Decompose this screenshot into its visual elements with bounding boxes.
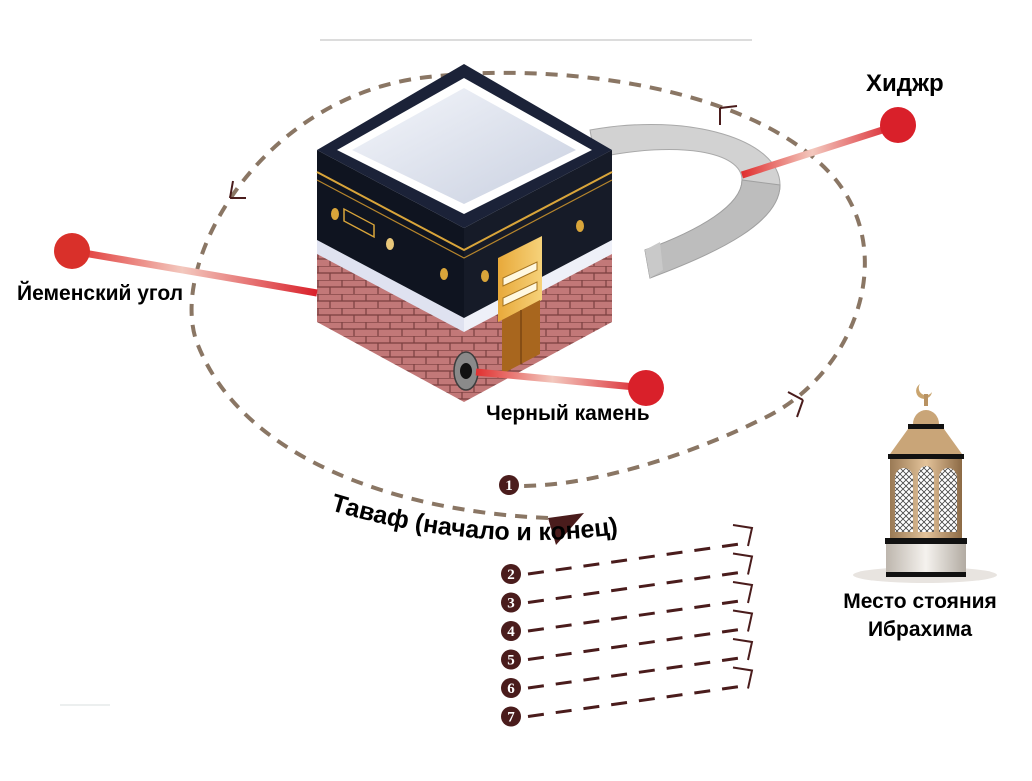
circuit-badge — [501, 678, 521, 698]
label-maqam-line1: Место стояния — [843, 590, 997, 613]
label-tawaf: Таваф (начало и конец) — [328, 490, 619, 546]
circuit-4: 4 — [501, 581, 754, 641]
circuit-2: 2 — [501, 524, 754, 584]
circuit-badge — [501, 621, 521, 641]
circuit-path — [527, 542, 741, 576]
circuit-return-arrow-icon — [732, 609, 754, 632]
circuit-path — [527, 599, 741, 633]
circuit-list: 2 3 4 5 6 7 — [501, 524, 754, 727]
label-tawaf-wrapper: Таваф (начало и конец) — [328, 490, 619, 546]
circuit-return-arrow-icon — [732, 638, 754, 661]
label-maqam-line2: Ибрахима — [867, 618, 973, 641]
circuit-return-arrow-icon — [732, 552, 754, 575]
circuit-return-arrow-icon — [732, 524, 754, 547]
label-maqam-ibrahim: Место стояния Ибрахима — [820, 588, 1020, 644]
circuit-badge — [501, 592, 521, 613]
hijr-wall — [589, 124, 781, 279]
direction-arrow-icon — [787, 391, 804, 418]
label-black-stone: Черный камень — [486, 402, 650, 425]
circuit-5: 5 — [501, 609, 754, 670]
circuit-path — [527, 628, 741, 661]
circuit-number: 2 — [507, 567, 515, 583]
circuit-3: 3 — [501, 552, 754, 613]
circuit-number: 6 — [507, 681, 515, 697]
circuit-number: 7 — [507, 710, 515, 726]
start-arrow-icon — [548, 513, 584, 545]
circuit-number: 5 — [507, 653, 515, 669]
pointer-black-stone — [475, 368, 664, 406]
circuit-1: 1 — [499, 475, 519, 495]
circuit-return-arrow-icon — [732, 581, 754, 604]
circuit-path — [527, 685, 741, 718]
pointer-hijr — [740, 107, 916, 179]
circuit-badge — [501, 649, 521, 670]
circuit-7: 7 — [501, 666, 754, 727]
label-hijr: Хиджр — [866, 70, 944, 97]
circuit-number: 3 — [507, 596, 515, 612]
maqam-ibrahim — [853, 384, 997, 583]
circuit-badge — [501, 706, 521, 727]
circuit-path — [527, 571, 741, 604]
tawaf-path — [189, 70, 867, 520]
circuit-number: 4 — [507, 624, 515, 640]
circuit-path — [527, 656, 741, 690]
label-yemeni-corner: Йеменский угол — [17, 282, 184, 305]
circuit-return-arrow-icon — [732, 666, 754, 689]
circuit-6: 6 — [501, 638, 754, 698]
svg-text:1: 1 — [505, 478, 513, 494]
kaaba — [316, 64, 613, 402]
pointer-yemeni-corner — [54, 233, 318, 297]
direction-arrow-icon — [719, 105, 738, 125]
circuit-badge — [501, 564, 521, 584]
direction-arrow-icon — [229, 180, 246, 199]
